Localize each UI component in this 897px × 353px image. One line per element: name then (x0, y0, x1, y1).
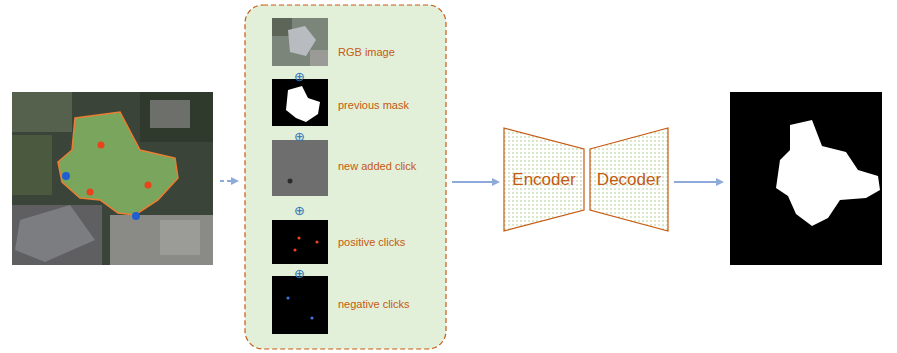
input-label: RGB image (338, 46, 395, 58)
aerial-image (12, 92, 213, 265)
concat-symbol: ⊕ (294, 130, 305, 143)
input-label: new added click (338, 160, 416, 172)
click-thumbnail (272, 140, 328, 196)
negative-clicks-thumbnail (272, 276, 328, 334)
dashed-arrow (220, 180, 237, 182)
output-mask (730, 92, 882, 265)
concat-symbol: ⊕ (294, 204, 305, 217)
mask-thumbnail (272, 79, 328, 126)
concat-symbol: ⊕ (294, 267, 305, 280)
encoder-block: Encoder (503, 127, 585, 232)
decoder-block: Decoder (589, 127, 669, 232)
rgb-thumbnail (272, 18, 328, 66)
input-panel (245, 5, 446, 349)
arrow (674, 181, 722, 183)
input-label: negative clicks (338, 298, 410, 310)
block-label: Encoder (512, 170, 575, 190)
input-label: previous mask (338, 99, 409, 111)
block-label: Decoder (597, 170, 661, 190)
positive-clicks-thumbnail (272, 220, 328, 264)
arrow (452, 181, 498, 183)
input-label: positive clicks (338, 236, 405, 248)
concat-symbol: ⊕ (294, 70, 305, 83)
